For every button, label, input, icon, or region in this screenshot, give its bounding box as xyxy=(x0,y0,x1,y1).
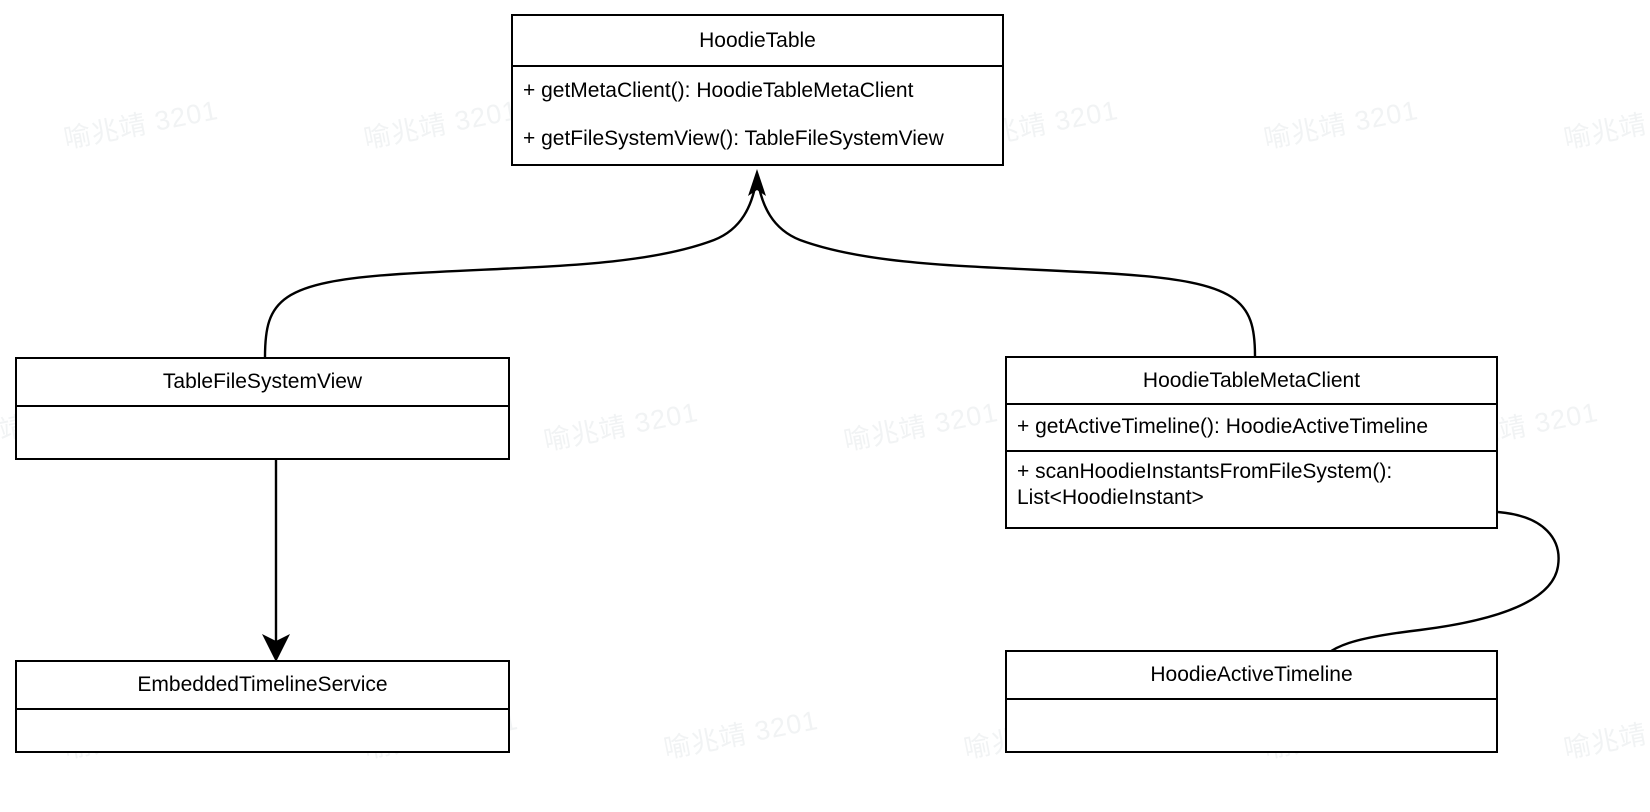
edge-metaclient-to-activetimeline xyxy=(1314,510,1560,669)
class-member-meta-client-1: + scanHoodieInstantsFromFileSystem(): Li… xyxy=(1017,460,1393,510)
watermark-text: 喻兆靖 3201 xyxy=(61,94,221,155)
arrowhead-down-embedded xyxy=(262,634,290,662)
uml-class-table-file-system-view[interactable]: TableFileSystemView xyxy=(15,357,510,460)
class-member-hoodie-table-1: + getFileSystemView(): TableFileSystemVi… xyxy=(523,127,944,151)
class-members-embedded-timeline-service xyxy=(17,710,508,751)
arrowhead-up-hoodietable xyxy=(748,169,766,196)
class-member-hoodie-table-0: + getMetaClient(): HoodieTableMetaClient xyxy=(523,78,914,102)
watermark-text: 喻兆靖 3201 xyxy=(541,396,701,457)
class-name-table-file-system-view: TableFileSystemView xyxy=(17,359,508,407)
class-members-hoodie-active-timeline xyxy=(1007,700,1496,751)
class-name-hoodie-active-timeline: HoodieActiveTimeline xyxy=(1007,652,1496,700)
watermark-text: 喻兆靖 3201 xyxy=(1261,94,1421,155)
class-members-table-file-system-view xyxy=(17,407,508,458)
class-name-hoodie-table: HoodieTable xyxy=(513,16,1002,67)
uml-class-hoodie-active-timeline[interactable]: HoodieActiveTimeline xyxy=(1005,650,1498,753)
watermark-text: 喻兆靖 3201 xyxy=(661,704,821,765)
class-member-meta-client-0: + getActiveTimeline(): HoodieActiveTimel… xyxy=(1007,405,1496,452)
class-name-hoodie-table-meta-client: HoodieTableMetaClient xyxy=(1007,358,1496,405)
edge-tfsv-to-hoodietable xyxy=(263,181,758,358)
watermark-text: 喻兆靖 3201 xyxy=(1561,95,1650,155)
watermark-text: 喻兆靖 3201 xyxy=(361,94,521,155)
class-name-embedded-timeline-service: EmbeddedTimelineService xyxy=(17,662,508,710)
uml-class-embedded-timeline-service[interactable]: EmbeddedTimelineService xyxy=(15,660,510,753)
uml-class-hoodie-table-meta-client[interactable]: HoodieTableMetaClient + getActiveTimelin… xyxy=(1005,356,1498,529)
edge-metaclient-to-hoodietable xyxy=(756,181,1257,357)
uml-class-hoodie-table[interactable]: HoodieTable + getMetaClient(): HoodieTab… xyxy=(511,14,1004,166)
watermark-text: 喻兆靖 3201 xyxy=(841,396,1001,457)
watermark-text: 喻兆靖 3201 xyxy=(1561,705,1650,765)
